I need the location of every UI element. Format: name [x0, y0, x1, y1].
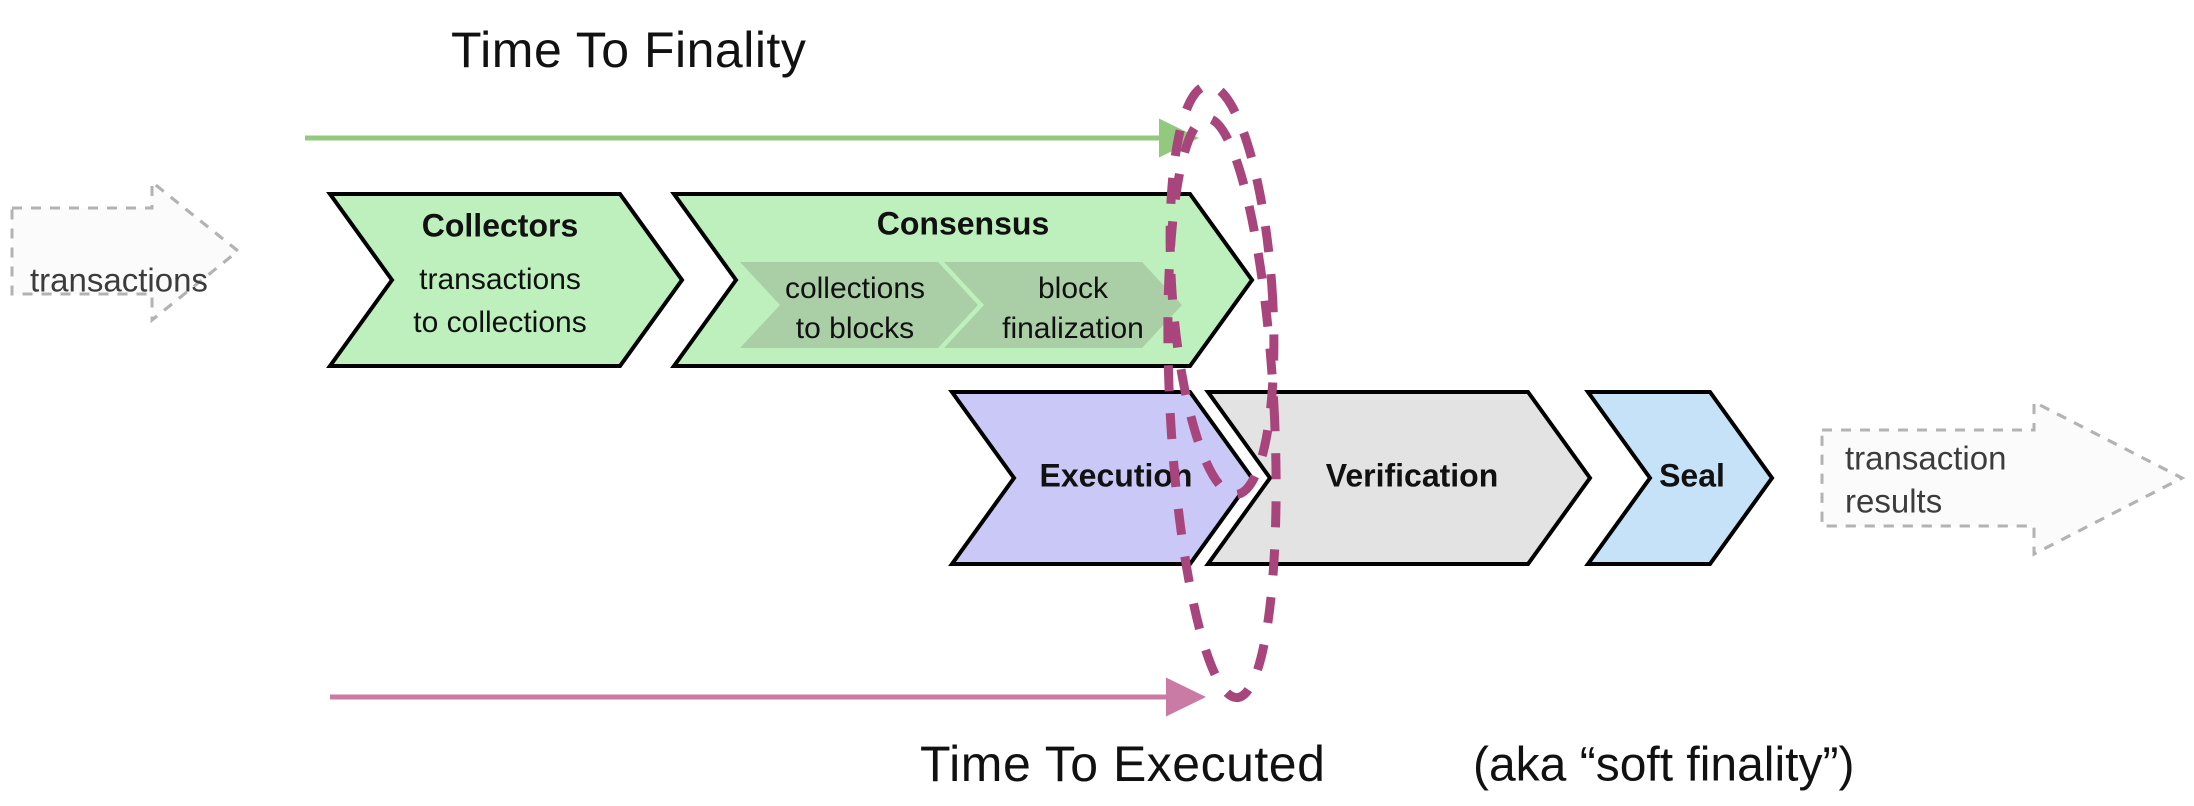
transactions-input-label: transactions	[30, 262, 208, 299]
transaction-results-output: transaction results	[1820, 399, 2186, 557]
consensus-substage-collections-to-blocks[interactable]: collections to blocks	[740, 262, 978, 348]
collectors-title: Collectors	[422, 207, 578, 243]
collections-to-blocks-shape[interactable]	[740, 262, 978, 348]
seal-shape[interactable]	[1584, 390, 1775, 566]
block-finalization-shape[interactable]	[944, 262, 1182, 348]
time-to-finality-title: Time To Finality	[451, 22, 806, 78]
block-finalization-line1: block	[1038, 272, 1109, 305]
time-to-executed-note: (aka “soft finality”)	[1473, 739, 1854, 792]
collectors-sub-line1: transactions	[419, 263, 581, 296]
band-time-to-finality: Time To Finality	[305, 22, 1199, 158]
consensus-title: Consensus	[877, 205, 1049, 241]
band-time-to-executed: Time To Executed (aka “soft finality”)	[330, 677, 1854, 792]
seal-stage[interactable]: Seal	[1584, 390, 1775, 566]
verification-shape[interactable]	[1204, 390, 1593, 566]
collections-to-blocks-line2: to blocks	[796, 312, 914, 345]
execution-title: Execution	[1040, 457, 1193, 493]
consensus-stage[interactable]: Consensus collections to blocks block fi…	[670, 192, 1255, 368]
finality-boundary-ellipse	[1163, 113, 1281, 703]
seal-title: Seal	[1659, 457, 1725, 493]
collections-to-blocks-line1: collections	[785, 272, 925, 305]
consensus-substage-block-finalization[interactable]: block finalization	[944, 262, 1182, 348]
verification-title: Verification	[1326, 457, 1499, 493]
transaction-results-label-line2: results	[1845, 483, 1942, 520]
transactions-input: transactions	[10, 178, 241, 324]
block-finalization-line2: finalization	[1002, 312, 1144, 345]
collectors-shape[interactable]	[326, 192, 685, 368]
collectors-sub-line2: to collections	[413, 306, 586, 339]
time-to-executed-title: Time To Executed	[920, 736, 1325, 792]
verification-stage[interactable]: Verification	[1204, 390, 1593, 566]
transaction-results-label-line1: transaction	[1845, 440, 2006, 477]
collectors-stage[interactable]: Collectors transactions to collections	[326, 192, 685, 368]
